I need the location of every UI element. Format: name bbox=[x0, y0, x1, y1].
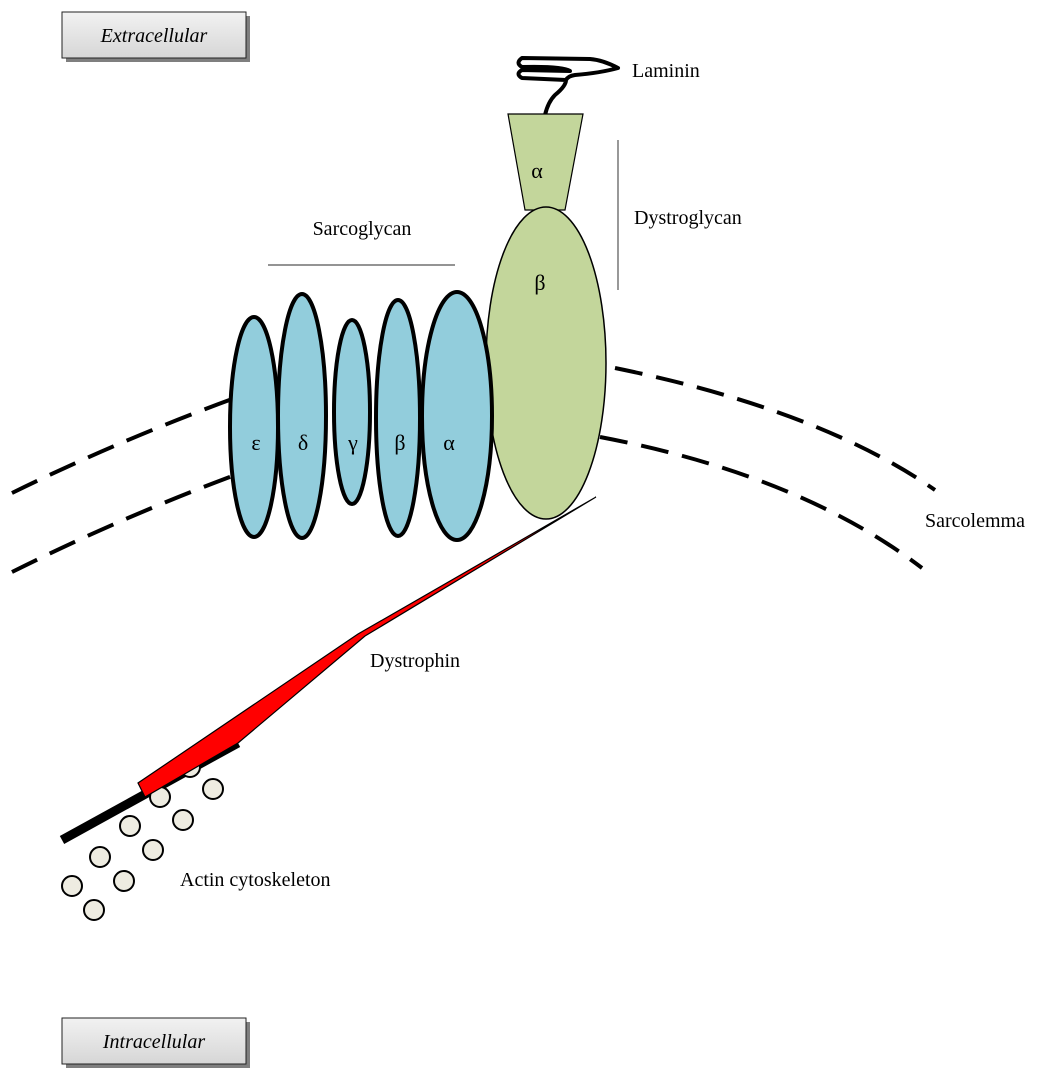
dystroglycan-label: Dystroglycan bbox=[634, 207, 742, 229]
sarcoglycan-epsilon-label: ε bbox=[251, 430, 260, 455]
dystroglycan-beta bbox=[486, 207, 606, 519]
dystrophin bbox=[138, 497, 596, 797]
actin-cytoskeleton bbox=[62, 743, 238, 920]
sarcoglycan-delta bbox=[278, 294, 326, 538]
sarcoglycan-epsilon bbox=[230, 317, 278, 537]
dystroglycan-alpha bbox=[508, 114, 583, 210]
sarcoglycan-gamma bbox=[334, 320, 370, 504]
sarcoglycan-label: Sarcoglycan bbox=[313, 218, 412, 240]
laminin-label: Laminin bbox=[632, 60, 700, 82]
dystroglycan-beta-label: β bbox=[534, 270, 545, 295]
intracellular-label: Intracellular bbox=[102, 1031, 205, 1053]
extracellular-label: Extracellular bbox=[100, 25, 208, 47]
dystroglycan-alpha-label: α bbox=[531, 158, 543, 183]
dystrophin-label: Dystrophin bbox=[370, 650, 460, 672]
dystroglycan: α β bbox=[486, 114, 606, 519]
membrane-outer-left bbox=[12, 398, 235, 493]
sarcoglycan-alpha bbox=[422, 292, 492, 540]
laminin bbox=[519, 58, 619, 115]
sarcoglycan-beta bbox=[376, 300, 420, 536]
sarcoglycan-beta-label: β bbox=[394, 430, 405, 455]
membrane-inner-right bbox=[600, 437, 922, 568]
actin-label: Actin cytoskeleton bbox=[180, 869, 331, 891]
sarcoglycan-gamma-label: γ bbox=[347, 430, 358, 455]
intracellular-box: Intracellular bbox=[62, 1018, 250, 1068]
extracellular-box: Extracellular bbox=[62, 12, 250, 62]
sarcoglycan-complex bbox=[230, 292, 492, 540]
sarcolemma-label: Sarcolemma bbox=[925, 510, 1025, 532]
sarcoglycan-alpha-label: α bbox=[443, 430, 455, 455]
membrane-inner-left bbox=[12, 475, 235, 572]
membrane-outer-right bbox=[615, 368, 935, 490]
sarcoglycan-delta-label: δ bbox=[298, 430, 308, 455]
